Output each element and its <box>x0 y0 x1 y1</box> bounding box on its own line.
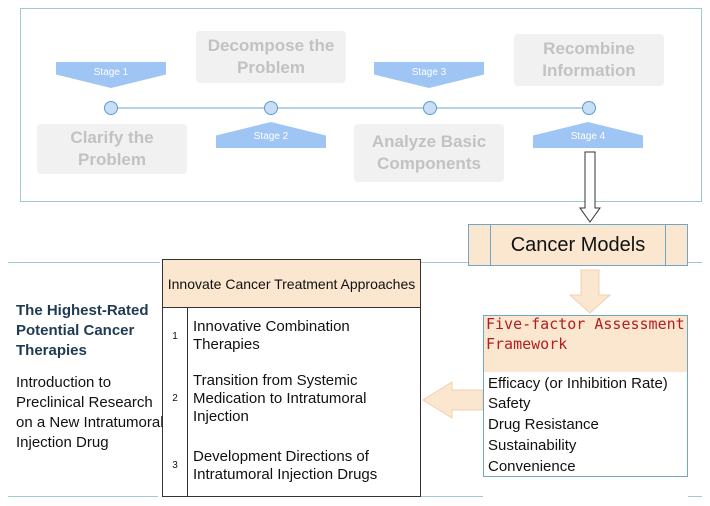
timeline-dot-3 <box>423 101 437 115</box>
arrow-framework-to-table <box>422 381 484 419</box>
divider-left-top <box>8 262 160 263</box>
stage-box-clarify: Clarify the Problem <box>37 124 187 174</box>
table-row-number: 1 <box>172 331 178 342</box>
divider-left-bottom <box>8 496 158 497</box>
divider-right-top <box>688 262 702 263</box>
framework-item-efficacy: Efficacy (or Inhibition Rate) <box>488 375 668 392</box>
table-row-number: 3 <box>172 460 178 471</box>
table-header-label: Innovate Cancer Treatment Approaches <box>167 275 416 292</box>
timeline-dot-1 <box>104 101 118 115</box>
stage-box-label: Clarify the Problem <box>70 128 154 169</box>
framework-item-convenience: Convenience <box>488 458 576 475</box>
table-header: Innovate Cancer Treatment Approaches <box>163 260 420 308</box>
stage-box-label: Recombine Information <box>542 39 636 80</box>
stage-flag-label: Stage 2 <box>253 131 289 142</box>
table-row-text: Development Directions of Intratumoral I… <box>193 448 378 483</box>
cancer-models-label: Cancer Models <box>510 233 646 256</box>
table-row-text: Transition from Systemic Medication to I… <box>193 372 367 425</box>
divider-right-bottom <box>688 496 702 497</box>
timeline-dot-2 <box>264 101 278 115</box>
table-row-number: 2 <box>172 393 178 404</box>
table-row-text: Innovative Combination Therapies <box>193 318 350 353</box>
arrow-stage4-to-models <box>579 151 601 223</box>
cancer-models-box <box>468 224 688 266</box>
arrow-models-to-framework <box>568 269 612 314</box>
framework-item-sustainability: Sustainability <box>488 437 577 454</box>
stage-box-analyze: Analyze Basic Components <box>354 124 504 182</box>
stage-box-label: Analyze Basic Components <box>371 132 487 173</box>
stage-flag-label: Stage 3 <box>411 67 447 78</box>
stage-flag-label: Stage 4 <box>570 131 606 142</box>
divider-mid-top <box>420 262 468 263</box>
stage-box-decompose: Decompose the Problem <box>196 31 346 83</box>
cancer-models-divider-right <box>665 224 666 266</box>
cancer-models-divider-left <box>490 224 491 266</box>
framework-item-safety: Safety <box>488 395 531 412</box>
timeline-dot-4 <box>582 101 596 115</box>
stage-flag-label: Stage 1 <box>93 67 129 78</box>
side-subtitle: Introduction to Preclinical Research on … <box>16 374 164 451</box>
stage-panel <box>20 8 702 202</box>
framework-title: Five-factor Assessment Framework <box>486 315 685 353</box>
stage-box-label: Decompose the Problem <box>207 36 335 77</box>
side-title: The Highest-Rated Potential Cancer Thera… <box>16 302 149 359</box>
framework-item-drug-resistance: Drug Resistance <box>488 416 599 433</box>
divider-mid-bottom <box>420 496 483 497</box>
framework-header <box>484 316 687 372</box>
table-column-divider <box>187 308 188 496</box>
timeline-line <box>110 107 590 109</box>
stage-box-recombine: Recombine Information <box>514 34 664 86</box>
